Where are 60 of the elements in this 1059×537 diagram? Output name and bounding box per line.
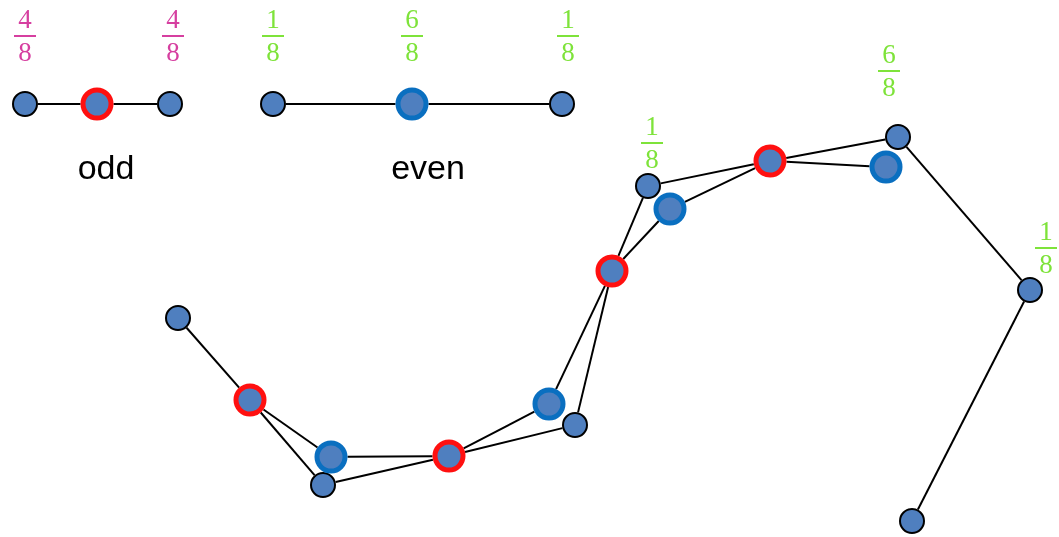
line-segment — [683, 167, 757, 203]
line-segment — [785, 160, 871, 168]
control-point — [562, 412, 588, 438]
fraction-denominator: 8 — [561, 39, 575, 66]
even-point — [395, 87, 429, 121]
fraction-numerator: 4 — [18, 6, 32, 33]
control-point — [885, 124, 911, 150]
control-point — [1017, 277, 1043, 303]
control-point — [260, 91, 286, 117]
line-segment — [555, 284, 606, 391]
line-segment — [259, 411, 316, 477]
control-point — [635, 173, 661, 199]
line-segment — [916, 300, 1026, 511]
line-segment — [185, 326, 241, 389]
caption-label: even — [391, 147, 465, 187]
line-segment — [112, 103, 158, 105]
even-point — [653, 192, 687, 226]
fraction-denominator: 8 — [266, 39, 280, 66]
caption-label: odd — [77, 147, 135, 187]
line-segment — [905, 145, 1023, 282]
even-point — [869, 150, 903, 184]
fraction-numerator: 1 — [645, 113, 659, 140]
even-point — [532, 387, 566, 421]
odd-point — [595, 254, 629, 288]
fraction-numerator: 4 — [166, 6, 180, 33]
control-point — [899, 508, 925, 534]
control-point — [549, 91, 575, 117]
fraction-numerator: 1 — [561, 6, 575, 33]
fraction-numerator: 1 — [1039, 218, 1053, 245]
line-segment — [464, 427, 564, 454]
odd-point — [233, 383, 267, 417]
line-segment — [785, 138, 887, 159]
line-segment — [427, 103, 550, 105]
control-point — [157, 91, 183, 117]
line-segment — [617, 196, 644, 257]
fraction-numerator: 6 — [882, 41, 896, 68]
line-segment — [462, 410, 536, 450]
fraction-numerator: 6 — [405, 6, 419, 33]
line-segment — [285, 103, 397, 105]
line-segment — [37, 103, 82, 105]
line-segment — [334, 458, 434, 484]
fraction-denominator: 8 — [882, 74, 896, 101]
line-segment — [622, 220, 660, 260]
odd-point — [432, 439, 466, 473]
odd-point — [753, 144, 787, 178]
fraction-numerator: 1 — [266, 6, 280, 33]
fraction-denominator: 8 — [166, 39, 180, 66]
fraction-denominator: 8 — [405, 39, 419, 66]
line-segment — [346, 455, 434, 458]
line-segment — [659, 163, 755, 185]
line-segment — [262, 408, 319, 449]
line-segment — [577, 286, 610, 414]
control-point — [310, 472, 336, 498]
fraction-denominator: 8 — [1039, 251, 1053, 278]
even-point — [314, 440, 348, 474]
control-point — [12, 91, 38, 117]
fraction-denominator: 8 — [645, 146, 659, 173]
control-point — [165, 305, 191, 331]
fraction-denominator: 8 — [18, 39, 32, 66]
odd-point — [80, 87, 114, 121]
